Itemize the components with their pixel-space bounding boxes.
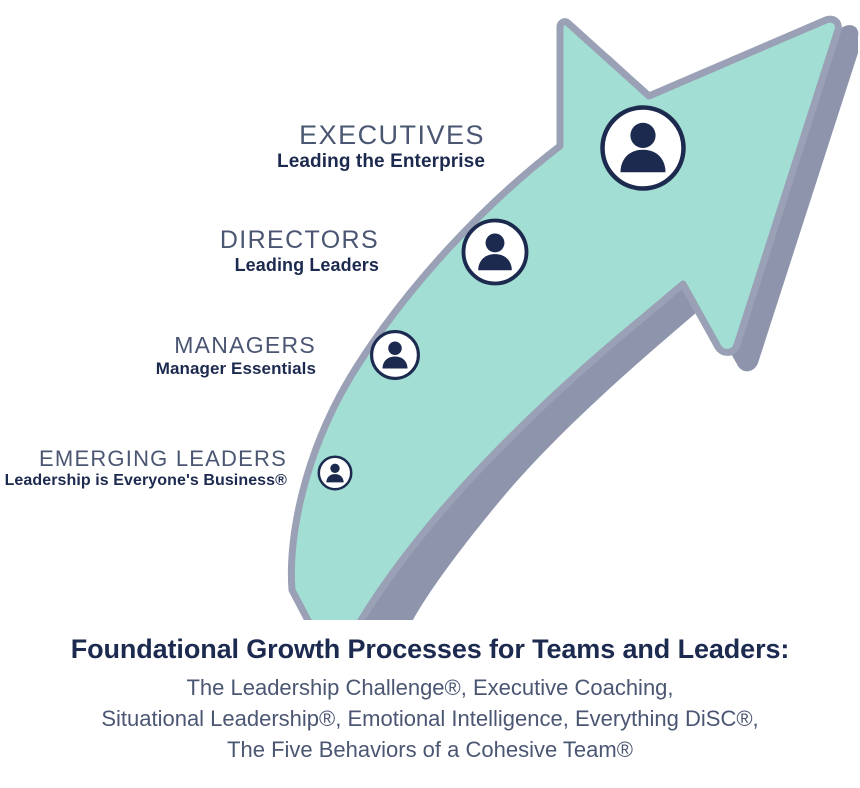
tier-program-executives: Leading the Enterprise — [277, 151, 485, 172]
tier-label-emerging-leaders: EMERGING LEADERS Leadership is Everyone'… — [5, 448, 287, 489]
person-avatar-icon — [326, 463, 344, 483]
tier-program-emerging-leaders: Leadership is Everyone's Business® — [4, 472, 287, 489]
tier-role-directors: DIRECTORS — [219, 226, 379, 254]
avatar-emerging-leaders — [317, 455, 353, 491]
tier-role-executives: EXECUTIVES — [299, 120, 485, 150]
avatar-directors — [461, 218, 529, 286]
caption-line-3: The Five Behaviors of a Cohesive Team® — [227, 737, 633, 763]
tier-label-executives: EXECUTIVES Leading the Enterprise — [277, 120, 485, 172]
caption-block: Foundational Growth Processes for Teams … — [0, 634, 860, 766]
caption-heading: Foundational Growth Processes for Teams … — [70, 634, 790, 664]
person-avatar-icon — [620, 122, 666, 173]
upward-growth-arrow — [287, 15, 859, 620]
tier-program-managers: Manager Essentials — [155, 359, 316, 378]
arrow-main-group — [287, 15, 842, 620]
avatar-executives — [600, 105, 686, 191]
caption-program-list: The Leadership Challenge®, Executive Coa… — [0, 672, 860, 766]
arrow-main-shape — [287, 15, 842, 620]
tier-role-emerging-leaders: EMERGING LEADERS — [39, 446, 287, 471]
person-avatar-icon — [478, 233, 512, 271]
tier-role-managers: MANAGERS — [174, 332, 316, 358]
avatar-managers — [370, 330, 420, 380]
caption-line-1: The Leadership Challenge®, Executive Coa… — [186, 674, 674, 700]
tier-program-directors: Leading Leaders — [234, 255, 379, 275]
person-avatar-icon — [382, 341, 408, 369]
tier-label-directors: DIRECTORS Leading Leaders — [219, 226, 379, 275]
caption-line-2: Situational Leadership®, Emotional Intel… — [101, 706, 759, 732]
tier-label-managers: MANAGERS Manager Essentials — [155, 332, 316, 378]
